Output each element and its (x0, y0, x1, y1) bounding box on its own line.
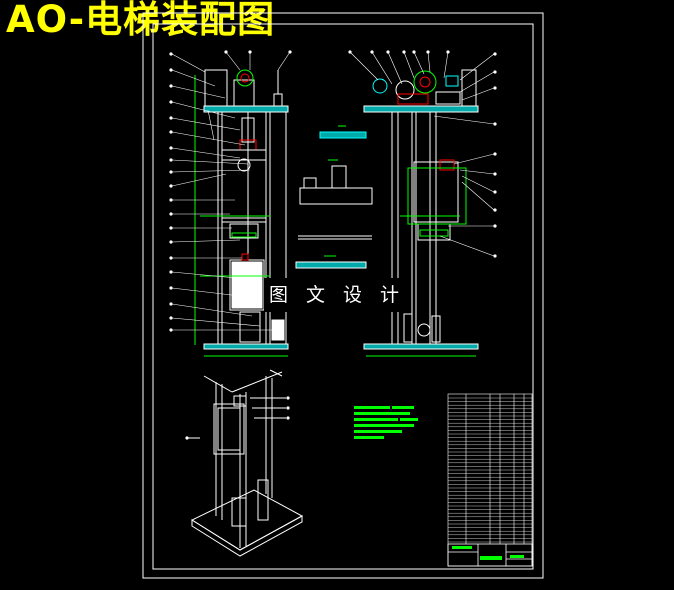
leader-lines-right (349, 51, 495, 257)
leader-lines-left (171, 51, 291, 331)
parts-list-table (447, 393, 533, 567)
outer-border (142, 12, 544, 579)
isometric-view (188, 369, 304, 557)
parts-list-rows (448, 397, 532, 543)
drawing-title: AO-电梯装配图 (6, 0, 276, 41)
inner-border (152, 23, 534, 570)
balloon-markers-iso (185, 396, 290, 440)
front-elevation (194, 69, 289, 357)
title-block (447, 543, 533, 567)
watermark: 图 文 设 计 (264, 278, 410, 312)
side-elevation (363, 69, 479, 357)
balloon-markers-right (348, 50, 497, 258)
technical-notes (354, 406, 418, 439)
detail-views (295, 125, 373, 269)
balloon-markers-left (169, 50, 292, 332)
